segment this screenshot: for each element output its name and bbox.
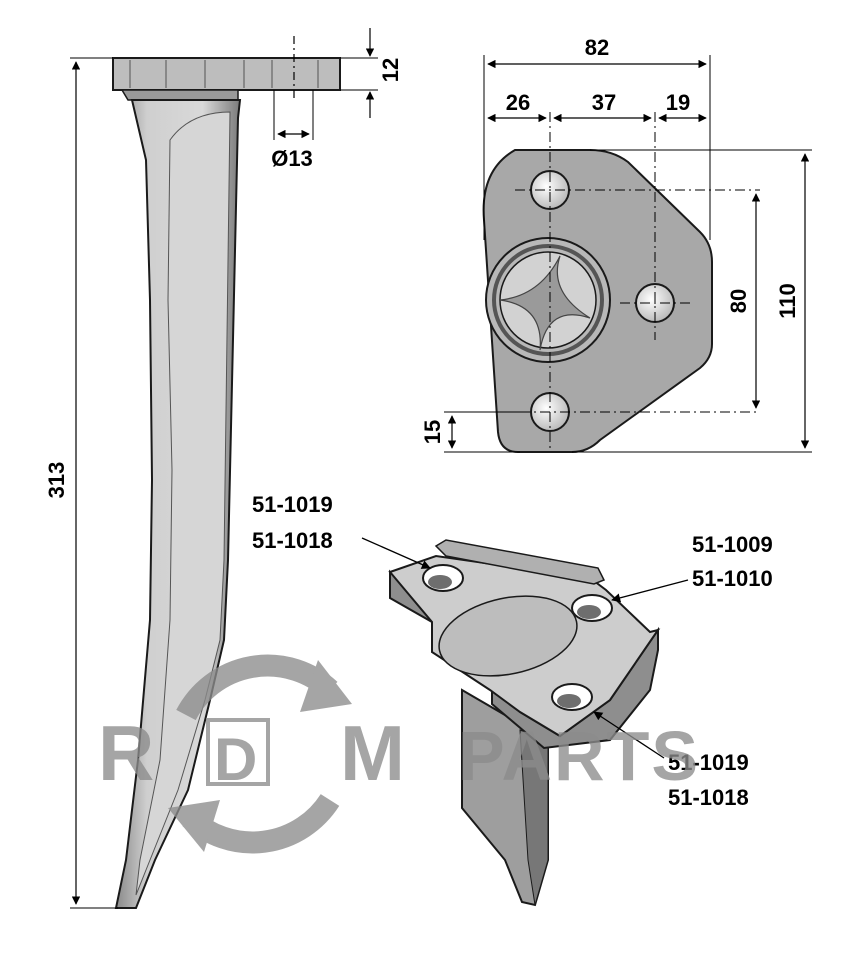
dim-80-label: 80 <box>726 289 751 313</box>
part-number-top-left-2: 51-1018 <box>252 528 333 553</box>
dim-plate-width: 82 <box>483 35 711 240</box>
part-number-right-1: 51-1009 <box>692 532 773 557</box>
dim-hole-spacing: 80 <box>726 193 761 409</box>
dim-total-length: 313 <box>44 57 118 909</box>
dim-15-label: 15 <box>420 420 445 444</box>
dim-hole-offsets: 26 37 19 <box>487 90 707 123</box>
tine-flange <box>112 57 341 91</box>
part-number-callouts: 51-1019 51-1018 51-1009 51-1010 51-1019 … <box>252 492 773 810</box>
tine-side-view <box>112 36 341 909</box>
part-number-bottom-1: 51-1019 <box>668 750 749 775</box>
rdm-parts-watermark: R D M PARTS <box>98 654 700 854</box>
watermark-letter-r: R <box>98 709 154 797</box>
dim-313-label: 313 <box>44 462 69 499</box>
watermark-letter-m: M <box>340 709 405 797</box>
watermark-word-parts: PARTS <box>458 717 700 795</box>
plate-boss-ring <box>492 244 604 356</box>
part-number-bottom-2: 51-1018 <box>668 785 749 810</box>
dim-19-label: 19 <box>666 90 690 115</box>
dim-110-label: 110 <box>775 283 800 319</box>
dim-hole-diameter: Ø13 <box>271 90 314 171</box>
part-number-right-2: 51-1010 <box>692 566 773 591</box>
dim-12-label: 12 <box>378 58 403 82</box>
watermark-recycle-arc-top <box>176 654 338 721</box>
plate-top-view <box>482 112 760 453</box>
plate-boss-trilobe <box>499 255 591 351</box>
dim-flange-thickness: 12 <box>340 28 403 118</box>
tine-neck <box>120 89 239 101</box>
dim-26-label: 26 <box>506 90 530 115</box>
watermark-d-box <box>206 718 270 786</box>
dim-82-label: 82 <box>585 35 609 60</box>
part-number-top-left-1: 51-1019 <box>252 492 333 517</box>
dim-plate-height: 110 <box>572 149 812 453</box>
iso-plate-rim <box>434 539 606 585</box>
dim-bottom-offset: 15 <box>420 411 530 453</box>
dim-37-label: 37 <box>592 90 616 115</box>
iso-boss <box>438 595 578 677</box>
tine-face <box>135 111 231 896</box>
watermark-letter-d: D <box>214 726 257 793</box>
dim-d13-label: Ø13 <box>271 146 313 171</box>
plate-isometric-view <box>388 539 661 907</box>
